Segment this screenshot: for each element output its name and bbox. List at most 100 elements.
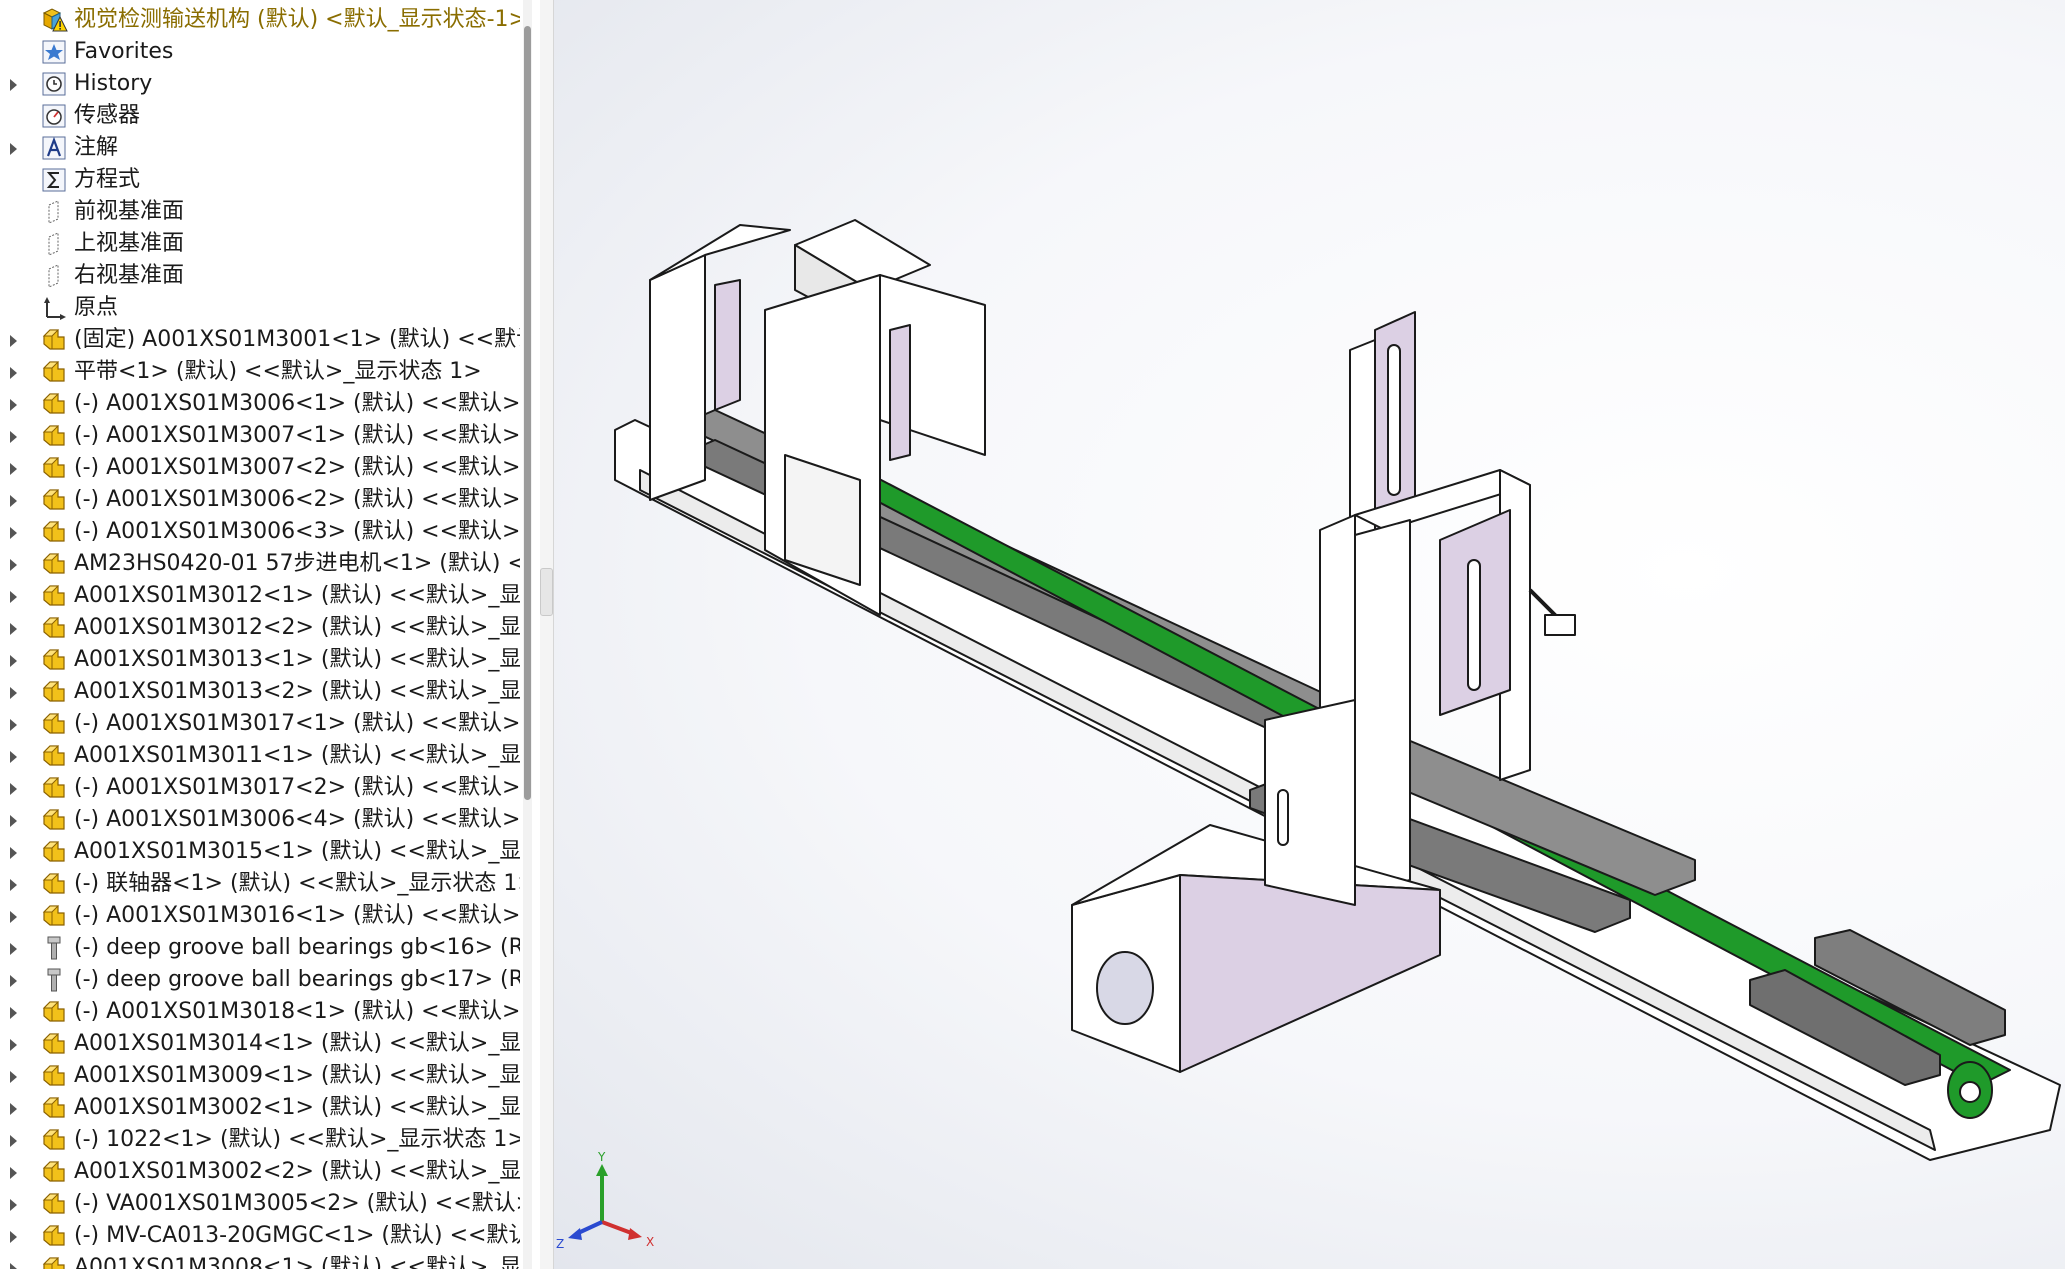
panel-splitter[interactable] [540,0,554,1269]
tree-item-label: A001XS01M3012<1> (默认) <<默认>_显示 [74,583,520,608]
tree-item[interactable]: Favorites [0,36,520,68]
expand-arrow-icon[interactable] [10,1039,17,1051]
tree-item[interactable]: (-) VA001XS01M3005<2> (默认) <<默认>_ [0,1188,520,1220]
tree-item[interactable]: (-) MV-CA013-20GMGC<1> (默认) <<默认 [0,1220,520,1252]
expand-arrow-icon[interactable] [10,1231,17,1243]
tree-item[interactable]: (-) A001XS01M3017<2> (默认) <<默认>_显 [0,772,520,804]
tree-item[interactable]: A001XS01M3015<1> (默认) <<默认>_显示 [0,836,520,868]
tree-item[interactable]: (-) A001XS01M3006<3> (默认) <<默认>_显 [0,516,520,548]
tree-item[interactable]: A001XS01M3008<1> (默认) <<默认>_显示 [0,1252,520,1269]
vertical-frame-plate [1354,519,1411,896]
expand-arrow-icon[interactable] [10,1103,17,1115]
tree-item-label: A001XS01M3015<1> (默认) <<默认>_显示 [74,839,520,864]
tree-item[interactable]: History [0,68,520,100]
tree-item[interactable]: (-) 联轴器<1> (默认) <<默认>_显示状态 1> [0,868,520,900]
expand-arrow-icon[interactable] [10,1167,17,1179]
tree-item[interactable]: A001XS01M3011<1> (默认) <<默认>_显示 [0,740,520,772]
expand-arrow-icon[interactable] [10,783,17,795]
tree-item[interactable]: A001XS01M3012<2> (默认) <<默认>_显示 [0,612,520,644]
tree-item[interactable]: (-) A001XS01M3016<1> (默认) <<默认>_显 [0,900,520,932]
tree-item[interactable]: (固定) A001XS01M3001<1> (默认) <<默认 [0,324,520,356]
part-icon [40,807,68,833]
expand-arrow-icon[interactable] [10,911,17,923]
expand-arrow-icon[interactable] [10,335,17,347]
expand-arrow-icon[interactable] [10,751,17,763]
tree-item[interactable]: (-) A001XS01M3006<1> (默认) <<默认>_显 [0,388,520,420]
expand-arrow-icon[interactable] [10,1135,17,1147]
tree-item[interactable]: (-) 1022<1> (默认) <<默认>_显示状态 1> [0,1124,520,1156]
expand-arrow-icon[interactable] [10,719,17,731]
expand-arrow-icon[interactable] [10,879,17,891]
part-icon [40,327,68,353]
part-icon [40,519,68,545]
tree-item[interactable]: (-) deep groove ball bearings gb<17> (Ro [0,964,520,996]
tree-item-label: History [74,71,153,96]
tree-item[interactable]: A001XS01M3012<1> (默认) <<默认>_显示 [0,580,520,612]
tree-item[interactable]: 原点 [0,292,520,324]
tree-item[interactable]: 传感器 [0,100,520,132]
tree-scrollbar[interactable] [523,0,532,1269]
expand-arrow-icon[interactable] [10,591,17,603]
tree-item[interactable]: A001XS01M3013<2> (默认) <<默认>_显示 [0,676,520,708]
expand-arrow-icon[interactable] [10,687,17,699]
expand-arrow-icon[interactable] [10,399,17,411]
expand-arrow-icon[interactable] [10,943,17,955]
tree-item[interactable]: (-) A001XS01M3006<4> (默认) <<默认>_显 [0,804,520,836]
expand-arrow-icon[interactable] [10,815,17,827]
expand-arrow-icon[interactable] [10,1007,17,1019]
tree-item[interactable]: (-) A001XS01M3007<1> (默认) <<默认>_显 [0,420,520,452]
expand-arrow-icon[interactable] [10,527,17,539]
part-icon [40,455,68,481]
part-icon [40,647,68,673]
tree-item[interactable]: A001XS01M3013<1> (默认) <<默认>_显示 [0,644,520,676]
part-icon [40,839,68,865]
tree-item[interactable]: 上视基准面 [0,228,520,260]
panel-splitter-handle[interactable] [540,568,553,616]
tree-item-label: A001XS01M3012<2> (默认) <<默认>_显示 [74,615,520,640]
assembly-model[interactable] [554,0,2065,1269]
tree-item[interactable]: 右视基准面 [0,260,520,292]
tree-item-label: 注解 [74,135,119,160]
tree-item-label: (-) A001XS01M3007<2> (默认) <<默认>_显 [74,455,520,480]
tree-item[interactable]: (-) A001XS01M3017<1> (默认) <<默认>_显 [0,708,520,740]
expand-arrow-icon[interactable] [10,559,17,571]
expand-arrow-icon[interactable] [10,655,17,667]
tree-item[interactable]: 注解 [0,132,520,164]
tree-item[interactable]: A001XS01M3002<1> (默认) <<默认>_显示 [0,1092,520,1124]
tree-item[interactable]: 方程式 [0,164,520,196]
expand-arrow-icon[interactable] [10,367,17,379]
light-box-slot [1277,789,1289,846]
tree-item[interactable]: A001XS01M3002<2> (默认) <<默认>_显示 [0,1156,520,1188]
tree-item[interactable]: (-) A001XS01M3018<1> (默认) <<默认>_显 [0,996,520,1028]
tree-scroll-thumb[interactable] [524,26,531,800]
expand-arrow-icon[interactable] [10,1263,17,1269]
expand-arrow-icon[interactable] [10,463,17,475]
expand-arrow-icon[interactable] [10,975,17,987]
expand-arrow-icon[interactable] [10,431,17,443]
tree-item-label: (-) deep groove ball bearings gb<16> (Ro [74,935,520,960]
tree-item[interactable]: A001XS01M3009<1> (默认) <<默认>_显示 [0,1060,520,1092]
expand-arrow-icon[interactable] [10,495,17,507]
graphics-viewport[interactable]: Y X Z [554,0,2065,1269]
expand-arrow-icon[interactable] [10,1071,17,1083]
tree-item[interactable]: 视觉检测输送机构 (默认) <默认_显示状态-1> [0,4,520,36]
expand-arrow-icon[interactable] [10,143,17,155]
origin-icon [40,295,68,321]
expand-arrow-icon[interactable] [10,623,17,635]
cylinder-slide-plate [889,324,911,461]
tree-item-label: 传感器 [74,103,141,128]
tree-item[interactable]: AM23HS0420-01 57步进电机<1> (默认) < [0,548,520,580]
expand-arrow-icon[interactable] [10,79,17,91]
left-bracket-plate [714,279,741,411]
expand-arrow-icon[interactable] [10,1199,17,1211]
tree-item[interactable]: (-) deep groove ball bearings gb<16> (Ro [0,932,520,964]
tree-item[interactable]: 前视基准面 [0,196,520,228]
tree-item-label: (-) deep groove ball bearings gb<17> (Ro [74,967,520,992]
tree-item[interactable]: 平带<1> (默认) <<默认>_显示状态 1> [0,356,520,388]
part-icon [40,679,68,705]
tree-item[interactable]: A001XS01M3014<1> (默认) <<默认>_显示 [0,1028,520,1060]
tree-item[interactable]: (-) A001XS01M3007<2> (默认) <<默认>_显 [0,452,520,484]
expand-arrow-icon[interactable] [10,847,17,859]
part-icon [40,999,68,1025]
tree-item[interactable]: (-) A001XS01M3006<2> (默认) <<默认>_显 [0,484,520,516]
